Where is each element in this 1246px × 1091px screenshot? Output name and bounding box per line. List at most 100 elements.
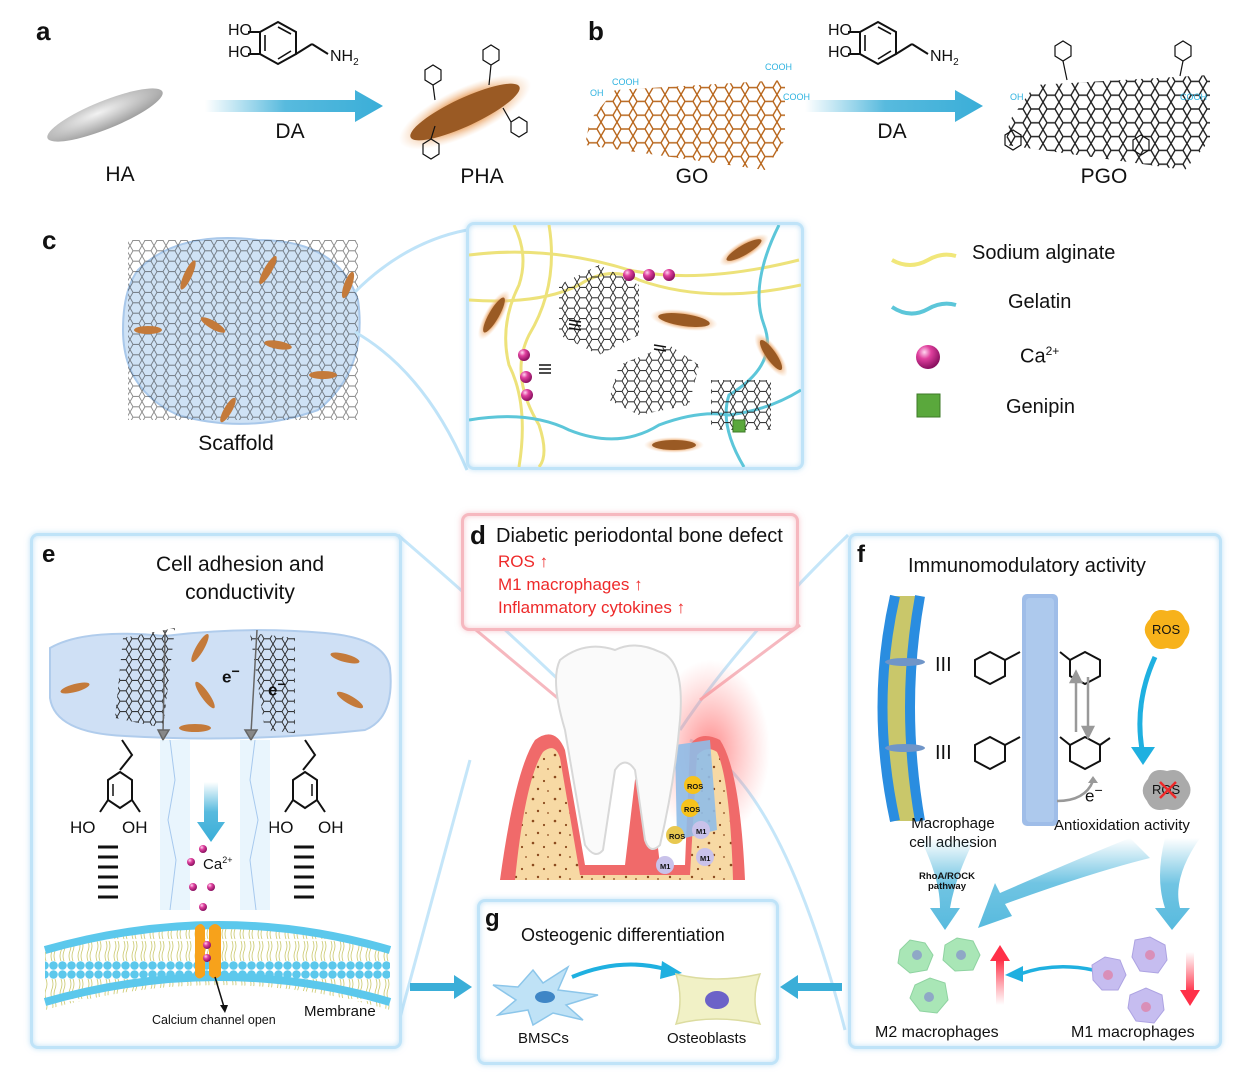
go-group-cooh-2: COOH — [765, 62, 792, 72]
legend-label-sodium-alginate: Sodium alginate — [972, 242, 1116, 264]
reaction-arrow-a — [205, 90, 383, 122]
legend-symbol-genipin — [916, 393, 941, 418]
reaction-arrow-b — [805, 90, 983, 122]
panel-f-title: Immunomodulatory activity — [908, 555, 1146, 577]
dopamine-b-ho-bottom: HO — [828, 44, 852, 61]
bond-mark-bottom: III — [935, 742, 952, 764]
dopamine-ho-bottom: HO — [228, 44, 252, 61]
panel-letter-c: c — [42, 225, 57, 255]
polarization-arrow — [1005, 965, 1094, 982]
legend-symbol-calcium — [916, 345, 940, 369]
bond-mark-top: III — [935, 654, 952, 676]
pgo-label: PGO — [1080, 165, 1128, 188]
panel-e-title: Cell adhesion and conductivity — [155, 553, 325, 604]
panel-d — [461, 513, 799, 631]
calcium-influx-arrow — [197, 782, 225, 842]
catechol-right-oh: OH — [318, 818, 344, 837]
arrow-label-da-a: DA — [275, 120, 305, 143]
electron-label-2: e− — [268, 677, 286, 700]
arrow-up-icon: ↑ — [676, 598, 686, 617]
dopamine-structure-b — [848, 20, 929, 66]
channel-pointer-arrow — [214, 976, 228, 1013]
panel-letter-g: g — [485, 905, 500, 932]
pathway-flow-arrows — [920, 838, 1200, 930]
catechol-pair-left — [974, 650, 1021, 771]
dopamine-b-nh2: NH2 — [930, 48, 959, 69]
scaffold-slab — [49, 628, 392, 742]
legend-symbol-sodium-alginate — [891, 252, 957, 267]
scaffold-illustration — [121, 237, 361, 425]
dopamine-nh2: NH2 — [330, 48, 359, 69]
ros-label: ROS — [1152, 622, 1181, 637]
arrow-e-to-g — [410, 975, 472, 999]
tooth-badge-ros-1: ROS — [687, 782, 704, 791]
periodontal-tooth-illustration — [500, 644, 770, 880]
macrophage-membrane — [877, 594, 925, 823]
panel-d-item-cytokines: Inflammatory cytokines ↑ — [498, 598, 686, 617]
differentiation-arrow — [571, 961, 682, 979]
catechol-right-ho: HO — [268, 818, 294, 837]
calcium-channel — [195, 924, 221, 979]
antioxidation-caption: Antioxidation activity — [1054, 817, 1190, 834]
electron-label-1: e− — [222, 664, 240, 687]
scaffold-pillar — [1022, 594, 1058, 826]
m1-decrease-arrow — [1180, 952, 1200, 1006]
pgo-group-cooh: COOH — [1180, 92, 1207, 102]
osteoblasts-label: Osteoblasts — [667, 1030, 747, 1047]
tooth-badge-m1-2: M1 — [700, 854, 711, 863]
panel-letter-a: a — [36, 16, 51, 46]
ha-label: HA — [105, 163, 135, 186]
tooth-badge-m1-3: M1 — [660, 862, 671, 871]
panel-letter-e: e — [42, 541, 56, 568]
catechol-left — [99, 739, 141, 813]
conduction-glow — [160, 739, 270, 911]
calcium-channel-label: Calcium channel open — [152, 1013, 276, 1027]
hbond-dashes-right — [294, 845, 314, 899]
network-inset — [466, 222, 804, 470]
tooth-badge-m1-1: M1 — [696, 827, 707, 836]
panel-letter-b: b — [588, 16, 604, 46]
m1-macrophages-label: M1 macrophages — [1071, 1024, 1195, 1041]
calcium-label-e: Ca2+ — [203, 855, 233, 873]
go-group-cooh: COOH — [612, 77, 639, 87]
tooth-badge-ros-2: ROS — [684, 805, 701, 814]
m2-macrophages-label: M2 macrophages — [875, 1024, 999, 1041]
arrow-up-icon: ↑ — [539, 552, 549, 571]
catechol-quinone — [1059, 650, 1111, 771]
m2-macrophage-cluster — [897, 937, 981, 1014]
catechol-left-ho: HO — [70, 818, 96, 837]
osteoblast-cell — [674, 972, 762, 1026]
catechol-left-oh: OH — [122, 818, 148, 837]
tooth-badge-ros-3: ROS — [669, 832, 686, 841]
arrow-f-to-g — [780, 975, 842, 999]
go-group-cooh-3: COOH — [783, 92, 810, 102]
bmsc-cell — [492, 965, 599, 1027]
catechol-right — [284, 739, 326, 813]
scavenging-arrow — [1131, 655, 1158, 765]
m2-increase-arrow — [990, 945, 1010, 1005]
arrow-up-icon: ↑ — [634, 575, 643, 594]
pgo-group-oh: OH — [1010, 92, 1024, 102]
membrane-label: Membrane — [304, 1003, 376, 1020]
panel-d-item-ros: ROS ↑ — [498, 552, 549, 571]
legend-label-gelatin: Gelatin — [1008, 291, 1072, 313]
bmscs-label: BMSCs — [518, 1030, 569, 1047]
scaffold-label: Scaffold — [198, 432, 274, 455]
legend-label-genipin: Genipin — [1006, 396, 1075, 418]
dopamine-ho-top: HO — [228, 22, 252, 39]
go-sheet — [585, 80, 785, 170]
pha-label: PHA — [460, 165, 504, 188]
electron-label-f: e− — [1085, 783, 1103, 806]
zoom-connector — [353, 228, 469, 471]
go-group-oh: OH — [590, 88, 604, 98]
cross-icon — [1159, 781, 1177, 799]
pha-particle — [398, 44, 532, 160]
ros-cloud — [1144, 610, 1190, 649]
pgo-sheet — [1004, 40, 1210, 170]
panel-d-title: Diabetic periodontal bone defect — [496, 525, 783, 547]
arrow-label-da-b: DA — [877, 120, 907, 143]
panel-letter-f: f — [857, 541, 865, 568]
panel-d-item-m1: M1 macrophages ↑ — [498, 575, 643, 594]
dopamine-b-ho-top: HO — [828, 22, 852, 39]
go-label: GO — [675, 165, 709, 188]
